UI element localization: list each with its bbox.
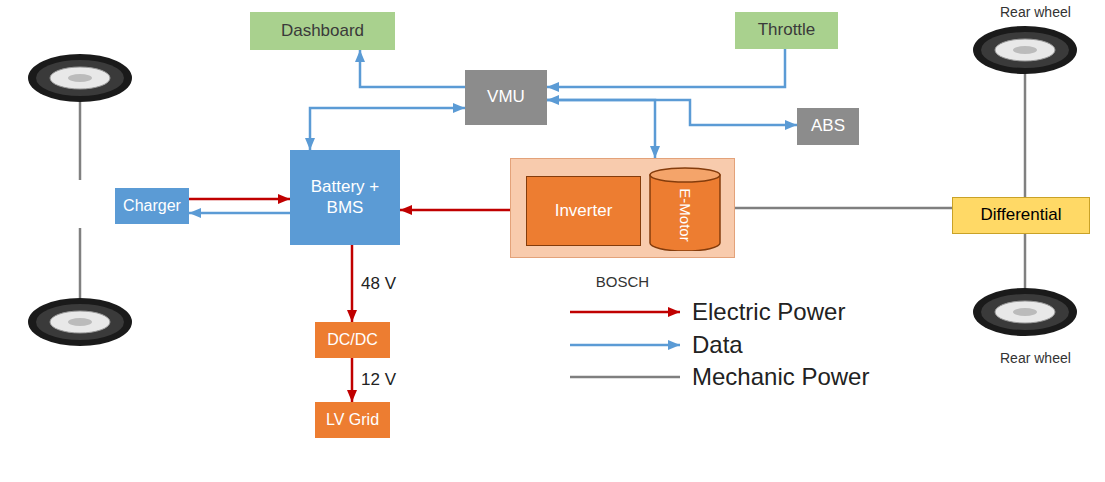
legend-text: Data (692, 331, 743, 359)
motor-cylinder: E-Motor (649, 167, 721, 251)
node-label: VMU (487, 87, 525, 107)
connector (721, 207, 952, 210)
wheel-label: Rear wheel (1000, 4, 1071, 20)
legend-sample (570, 376, 680, 379)
legend-text: Electric Power (692, 298, 845, 326)
wheel (28, 54, 132, 102)
voltage-label: 48 V (361, 274, 396, 294)
abs-box: ABS (797, 108, 859, 145)
connector (189, 198, 290, 201)
node-label: Charger (123, 196, 181, 215)
node-label: Differential (981, 205, 1062, 225)
wheel (973, 26, 1077, 74)
battery-box: Battery + BMS (290, 150, 400, 245)
charger-box: Charger (115, 188, 189, 224)
connector (400, 209, 526, 212)
legend-sample (570, 311, 680, 314)
node-label: Battery + BMS (309, 177, 381, 218)
connector (351, 358, 354, 402)
axle-lines (80, 74, 1025, 298)
wheel-label: Rear wheel (1000, 350, 1071, 366)
connector (360, 50, 465, 87)
connector (547, 49, 785, 87)
node-label: Throttle (758, 20, 816, 40)
voltage-label: 12 V (361, 370, 396, 390)
legend-sample (570, 344, 680, 347)
node-label: DC/DC (327, 330, 378, 349)
node-label: Inverter (555, 201, 613, 221)
wheel (28, 298, 132, 346)
input-box: Throttle (735, 12, 838, 49)
wheel (973, 288, 1077, 336)
connector (547, 100, 797, 125)
node-label: Dashboard (281, 21, 364, 41)
control-unit-box: VMU (465, 70, 547, 125)
connector (351, 245, 354, 322)
node-label: BOSCH (511, 273, 734, 291)
grid-box: LV Grid (315, 402, 390, 438)
node-label: LV Grid (326, 410, 379, 429)
differential-box: Differential (952, 197, 1090, 234)
bosch-housing: BOSCHInverterE-Motor (510, 158, 735, 258)
connector (547, 100, 655, 158)
connector (310, 108, 465, 150)
node-label: ABS (811, 116, 845, 136)
display-box: Dashboard (250, 12, 395, 50)
converter-box: DC/DC (315, 322, 390, 358)
inverter-box: Inverter (526, 176, 641, 246)
legend-text: Mechanic Power (692, 363, 869, 391)
node-label: E-Motor (676, 188, 694, 241)
connector (189, 212, 290, 215)
